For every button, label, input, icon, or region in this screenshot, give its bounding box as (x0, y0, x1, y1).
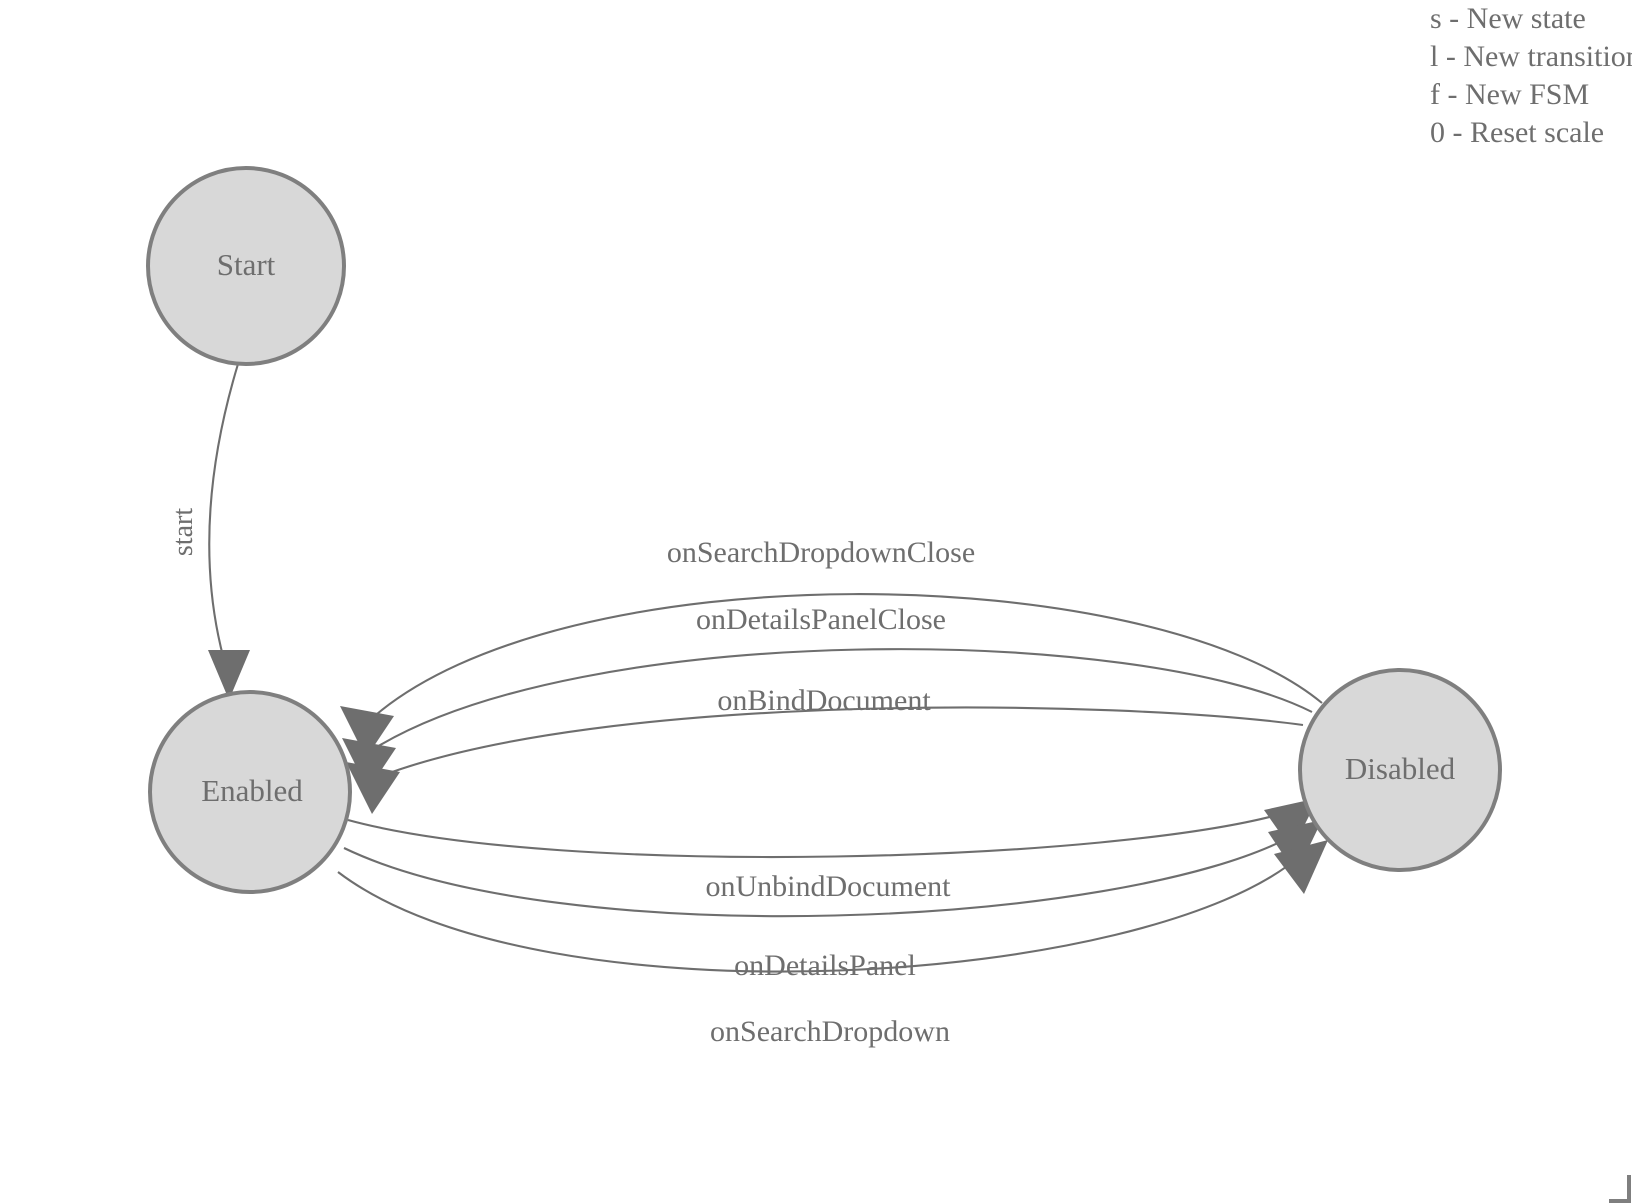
transition-label-onDetailsPanel: onDetailsPanel (734, 949, 916, 982)
state-label: Start (217, 247, 276, 282)
help-line-new-fsm: f - New FSM (1430, 78, 1590, 111)
help-line-reset-scale: 0 - Reset scale (1430, 116, 1605, 149)
state-label: Disabled (1345, 751, 1456, 786)
help-line-new-transition: l - New transition (1430, 40, 1632, 73)
transition-path[interactable] (347, 810, 1289, 859)
arrowhead-icon (1268, 820, 1322, 874)
arrowhead-icon (340, 706, 394, 758)
state-node-disabled[interactable]: Disabled (1298, 668, 1502, 872)
transition-onUnbindDocument[interactable] (347, 798, 1318, 859)
canvas-resize-grip[interactable] (1609, 1175, 1631, 1203)
arrowhead-icon (208, 650, 250, 700)
state-node-start[interactable]: Start (146, 166, 346, 366)
arrowhead-icon (1264, 798, 1318, 850)
transition-onDetailsPanel[interactable] (343, 820, 1322, 918)
transition-start[interactable] (208, 363, 250, 700)
transition-path[interactable] (369, 593, 1323, 721)
transition-label-start: start (168, 508, 199, 556)
state-circle[interactable] (148, 690, 352, 894)
state-circle[interactable] (146, 166, 346, 366)
arrowhead-icon (342, 738, 396, 790)
keyboard-shortcuts-help: s - New state l - New transition f - New… (1430, 0, 1632, 152)
transition-onSearchDropdown[interactable] (337, 840, 1328, 973)
state-label: Enabled (201, 773, 303, 808)
state-circle[interactable] (1298, 668, 1502, 872)
transition-label-onSearchDropdownClose: onSearchDropdownClose (667, 536, 975, 569)
transition-label-onSearchDropdown: onSearchDropdown (710, 1015, 950, 1048)
transition-label-onUnbindDocument: onUnbindDocument (706, 870, 952, 903)
help-line-new-state: s - New state (1430, 2, 1586, 35)
transition-onSearchDropdownClose[interactable] (340, 593, 1323, 758)
transition-label-onBindDocument: onBindDocument (717, 684, 931, 717)
transition-path[interactable] (375, 706, 1304, 779)
state-node-enabled[interactable]: Enabled (148, 690, 352, 894)
transition-onBindDocument[interactable] (346, 706, 1304, 814)
transition-path[interactable] (337, 855, 1301, 973)
transition-path[interactable] (343, 835, 1293, 918)
transition-path[interactable] (371, 648, 1313, 751)
arrowhead-icon (1274, 840, 1328, 894)
transition-path[interactable] (208, 363, 240, 661)
transition-onDetailsPanelClose[interactable] (342, 648, 1313, 790)
transition-label-onDetailsPanelClose: onDetailsPanelClose (696, 603, 946, 636)
arrowhead-icon (346, 762, 400, 814)
